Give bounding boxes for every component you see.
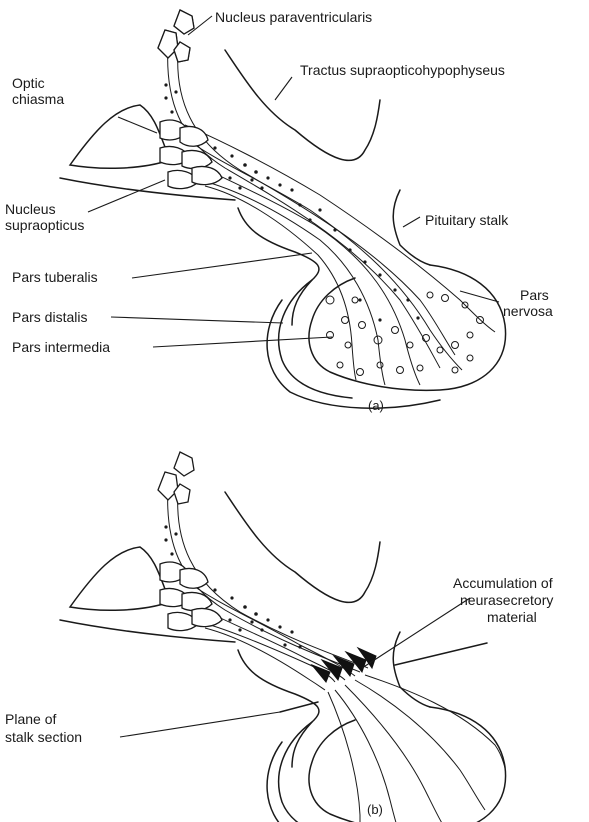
caption-b: (b) xyxy=(367,802,383,817)
label-optic-chiasma-line2: chiasma xyxy=(12,91,64,107)
supraoptic-neurons-b xyxy=(160,562,222,631)
plane-of-stalk-section-line xyxy=(280,702,318,712)
stalk-front-outline-b xyxy=(238,650,319,767)
panel-b: Accumulation of neurasecretory material … xyxy=(5,452,553,822)
panel-a: Nucleus paraventricularis Tractus suprao… xyxy=(5,9,553,413)
label-nucleus-supraopticus-line2: supraopticus xyxy=(5,217,84,233)
pars-nervosa-outline xyxy=(309,265,506,390)
label-nucleus-supraopticus-line1: Nucleus xyxy=(5,201,56,217)
pars-nervosa-outline-b xyxy=(309,707,506,822)
label-nucleus-paraventricularis: Nucleus paraventricularis xyxy=(215,9,372,25)
optic-chiasma-b xyxy=(70,547,170,610)
pars-tuberalis-outline-b xyxy=(279,722,352,822)
third-ventricle-outline-b xyxy=(225,492,380,602)
stalk-front-outline xyxy=(238,208,319,325)
stalk-back-outline-b xyxy=(393,632,430,707)
caption-a: (a) xyxy=(368,398,384,413)
label-accumulation-line3: material xyxy=(487,609,537,625)
label-pars-nervosa-line2: nervosa xyxy=(503,303,553,319)
label-plane-line1: Plane of xyxy=(5,711,56,727)
tractus-fibres-b xyxy=(164,487,505,822)
label-accumulation-line1: Accumulation of xyxy=(453,575,553,591)
optic-chiasma xyxy=(70,105,170,168)
neurosecretory-granules xyxy=(326,292,484,376)
supraoptic-neurons xyxy=(160,120,222,189)
label-pars-intermedia: Pars intermedia xyxy=(12,339,110,355)
paraventricular-neurons-b xyxy=(158,452,194,504)
paraventricular-neurons xyxy=(158,10,194,62)
label-pars-tuberalis: Pars tuberalis xyxy=(12,269,98,285)
label-pars-nervosa-line1: Pars xyxy=(520,287,549,303)
label-accumulation-line2: neurasecretory xyxy=(460,592,553,608)
label-optic-chiasma-line1: Optic xyxy=(12,75,45,91)
label-pars-distalis: Pars distalis xyxy=(12,309,87,325)
label-pituitary-stalk: Pituitary stalk xyxy=(425,212,509,228)
label-plane-line2: stalk section xyxy=(5,729,82,745)
label-tractus: Tractus supraopticohypophyseus xyxy=(300,62,505,78)
